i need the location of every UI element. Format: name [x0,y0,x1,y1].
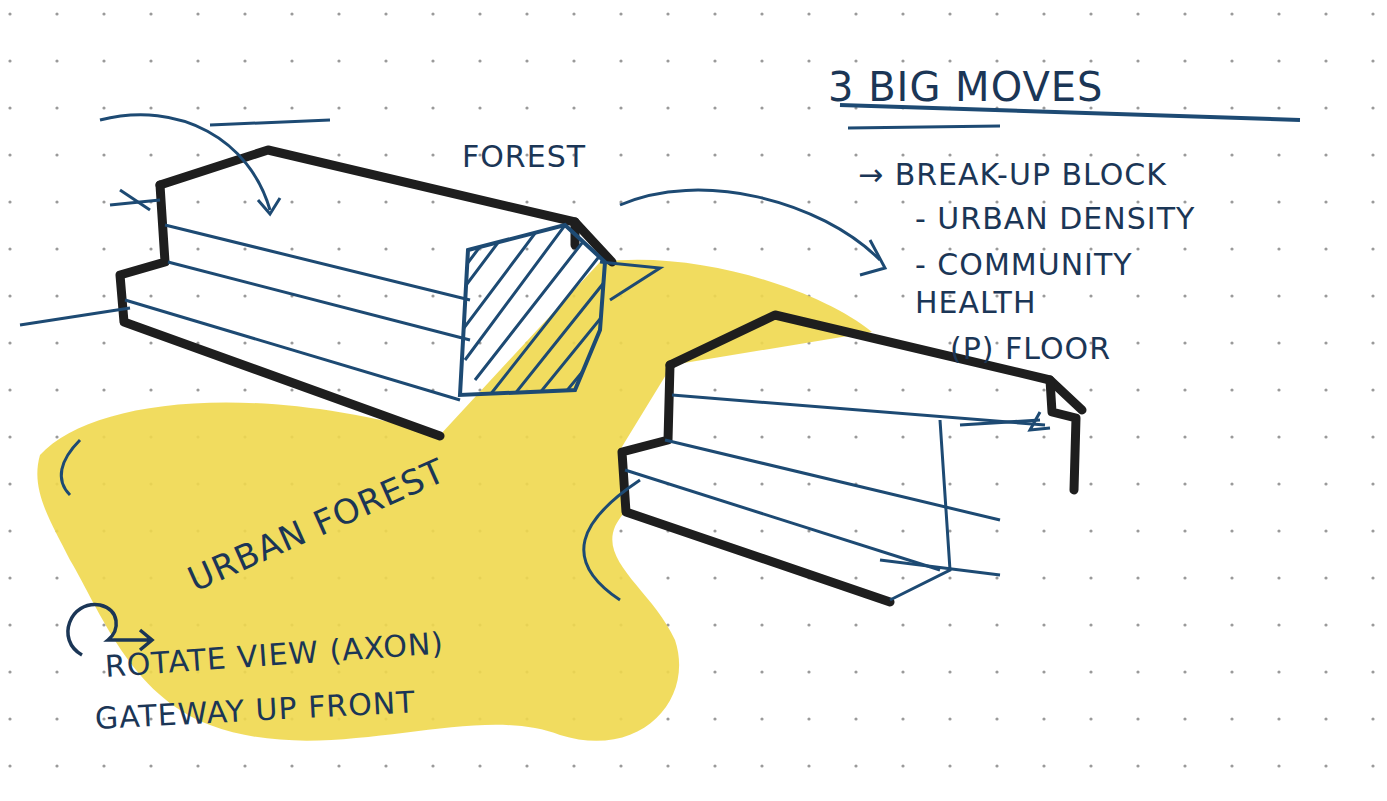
sketch-note: FOREST [462,138,586,176]
sketch-note: - COMMUNITY HEALTH [915,246,1215,321]
sketch-note: (P) FLOOR [950,330,1111,368]
left-block [120,150,612,436]
sketch-note: 3 BIG MOVES [828,62,1103,112]
sketch-note: - URBAN DENSITY [915,200,1195,238]
forest-cube [440,200,660,405]
sketch-note: → BREAK-UP BLOCK [858,156,1167,194]
